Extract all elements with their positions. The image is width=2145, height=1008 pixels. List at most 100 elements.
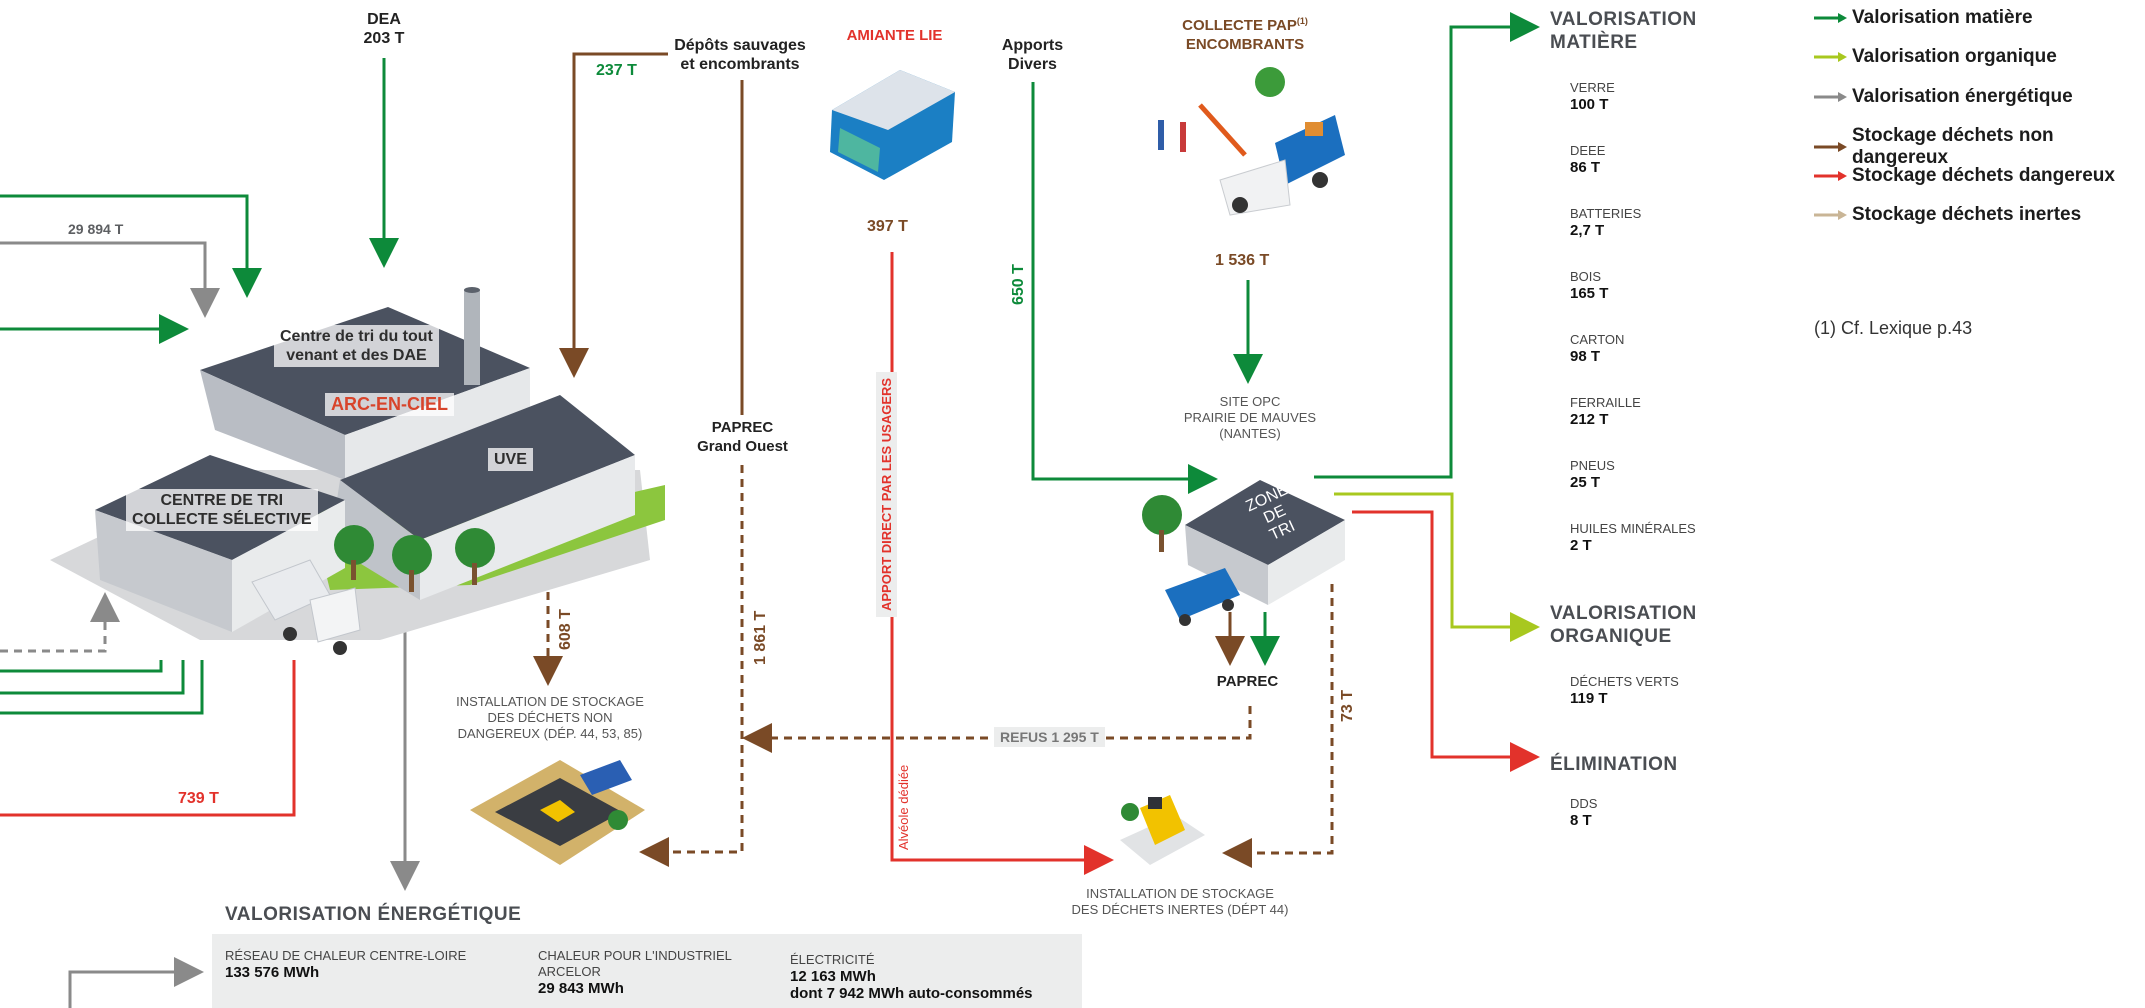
zone-de-tri-illustration xyxy=(1142,480,1345,626)
legend-label: Stockage déchets inertes xyxy=(1852,204,2082,225)
isdnd-illustration xyxy=(470,760,645,865)
energy-col-electricite: ÉLECTRICITÉ 12 163 MWh dont 7 942 MWh au… xyxy=(790,952,1080,1002)
flow-left-grey-dashed xyxy=(0,592,120,653)
valorisation-organique-title: VALORISATION ORGANIQUE xyxy=(1550,603,1697,647)
flow-amiante xyxy=(890,252,1114,875)
item-value: 86 T xyxy=(1570,159,1601,176)
arrow-icon xyxy=(1814,13,1847,23)
valorisation-energetique-title: VALORISATION ÉNERGÉTIQUE xyxy=(225,904,522,925)
crane-truck-illustration xyxy=(1158,67,1345,216)
item-label: DEEE xyxy=(1570,143,1606,158)
energy-col-reseau: RÉSEAU DE CHALEUR CENTRE-LOIRE 133 576 M… xyxy=(225,948,515,981)
container-illustration xyxy=(830,70,955,180)
item-value: 8 T xyxy=(1570,812,1592,829)
legend-label: Stockage déchets non dangereux xyxy=(1852,125,2054,168)
source-dea-label: DEA xyxy=(367,11,401,28)
centre-tri-cs-label: CENTRE DE TRI COLLECTE SÉLECTIVE xyxy=(126,489,318,531)
arrow-icon xyxy=(1814,142,1847,152)
item-label: DDS xyxy=(1570,796,1598,811)
flow-value-refus: REFUS 1 295 T xyxy=(994,727,1105,747)
item-value: 2 T xyxy=(1570,537,1592,554)
flow-to-elimination xyxy=(1352,510,1540,772)
source-dea: DEA 203 T xyxy=(344,10,424,48)
flow-value-29894: 29 894 T xyxy=(68,221,124,237)
footnote: (1) Cf. Lexique p.43 xyxy=(1814,318,1973,338)
flow-depots-237 xyxy=(559,52,668,378)
flow-value-1861: 1 861 T xyxy=(752,610,769,665)
uve-label: UVE xyxy=(488,448,533,471)
energy-box: RÉSEAU DE CHALEUR CENTRE-LOIRE 133 576 M… xyxy=(212,934,1082,1008)
item-value: 2,7 T xyxy=(1570,222,1605,239)
flow-left-green-top xyxy=(0,194,262,298)
flow-value-608: 608 T xyxy=(557,609,574,650)
isdnd-label: INSTALLATION DE STOCKAGE DES DÉCHETS NON… xyxy=(456,694,644,741)
item-value: 100 T xyxy=(1570,96,1609,113)
item-value: 12 163 MWh xyxy=(790,968,876,985)
paprec-go-label: PAPREC Grand Ouest xyxy=(697,419,788,455)
isdi-label: INSTALLATION DE STOCKAGE DES DÉCHETS INE… xyxy=(1071,886,1289,917)
item-label: BATTERIES xyxy=(1570,206,1642,221)
item-label: CARTON xyxy=(1570,332,1625,347)
arrow-icon xyxy=(1814,52,1847,62)
item-label: ÉLECTRICITÉ xyxy=(790,952,875,967)
elimination-title: ÉLIMINATION xyxy=(1550,754,1678,775)
arrow-icon xyxy=(1814,92,1847,102)
legend-item-matiere: Valorisation matière xyxy=(1814,7,2033,29)
site-opc-label: SITE OPC PRAIRIE DE MAUVES (NANTES) xyxy=(1183,394,1317,441)
source-dea-value: 203 T xyxy=(363,30,405,47)
energy-col-arcelor: CHALEUR POUR L'INDUSTRIEL ARCELOR 29 843… xyxy=(538,948,768,997)
source-pap: COLLECTE PAP(1) ENCOMBRANTS xyxy=(1160,12,1330,54)
item-value: 119 T xyxy=(1570,690,1608,707)
flow-zone-paprec xyxy=(1215,612,1280,666)
item-value: 25 T xyxy=(1570,474,1601,491)
list-item: DÉCHETS VERTS 119 T xyxy=(1570,674,1679,707)
item-value: 133 576 MWh xyxy=(225,964,320,981)
alveole-label: Alvéole dédiée xyxy=(896,764,911,850)
flow-value-739: 739 T xyxy=(178,790,219,807)
paprec-label: PAPREC xyxy=(1216,673,1279,690)
flow-energy-left xyxy=(68,957,204,1008)
legend-item-energetique: Valorisation énergétique xyxy=(1814,86,2073,108)
item-value: 165 T xyxy=(1570,285,1609,302)
arrow-icon xyxy=(1814,171,1847,181)
flow-value-237: 237 T xyxy=(596,62,637,79)
flow-apports xyxy=(1031,82,1218,494)
apport-direct-label: APPORT DIRECT PAR LES USAGERS xyxy=(876,371,897,617)
item-value: 98 T xyxy=(1570,348,1601,365)
source-depots-label: Dépôts sauvages et encombrants xyxy=(674,37,806,73)
flow-left-green-bottom xyxy=(0,660,204,715)
flow-value-73: 73 T xyxy=(1339,689,1356,722)
flow-inertes-73 xyxy=(1222,584,1334,868)
flow-to-organique xyxy=(1334,492,1540,642)
centre-tri-dae-label: Centre de tri du tout venant et des DAE xyxy=(274,325,439,367)
item-label: CHALEUR POUR L'INDUSTRIEL ARCELOR xyxy=(538,948,732,979)
legend-item-inertes: Stockage déchets inertes xyxy=(1814,204,2081,226)
legend-label: Valorisation organique xyxy=(1852,46,2057,67)
item-label: HUILES MINÉRALES xyxy=(1570,521,1696,536)
item-label: VERRE xyxy=(1570,80,1615,95)
arc-en-ciel-label: ARC-EN-CIEL xyxy=(325,393,454,416)
item-value: 212 T xyxy=(1570,411,1609,428)
flow-paprec-go-isdnd xyxy=(639,465,744,867)
item-label: FERRAILLE xyxy=(1570,395,1641,410)
source-pap-label: COLLECTE PAP xyxy=(1182,17,1297,34)
source-pap-sup: (1) xyxy=(1296,16,1308,26)
item-label: BOIS xyxy=(1570,269,1602,284)
source-amiante-label: AMIANTE LIE xyxy=(846,27,943,44)
legend-label: Valorisation matière xyxy=(1852,7,2033,28)
item-label: PNEUS xyxy=(1570,458,1615,473)
bulldozer-illustration xyxy=(1120,795,1205,865)
flow-left-grey-top xyxy=(0,241,220,318)
flow-to-matiere xyxy=(1314,12,1540,479)
item-note: dont 7 942 MWh auto-consommés xyxy=(790,985,1033,1002)
flow-value-650: 650 T xyxy=(1010,264,1027,305)
legend-label: Valorisation énergétique xyxy=(1852,86,2073,107)
item-label: DÉCHETS VERTS xyxy=(1570,674,1679,689)
